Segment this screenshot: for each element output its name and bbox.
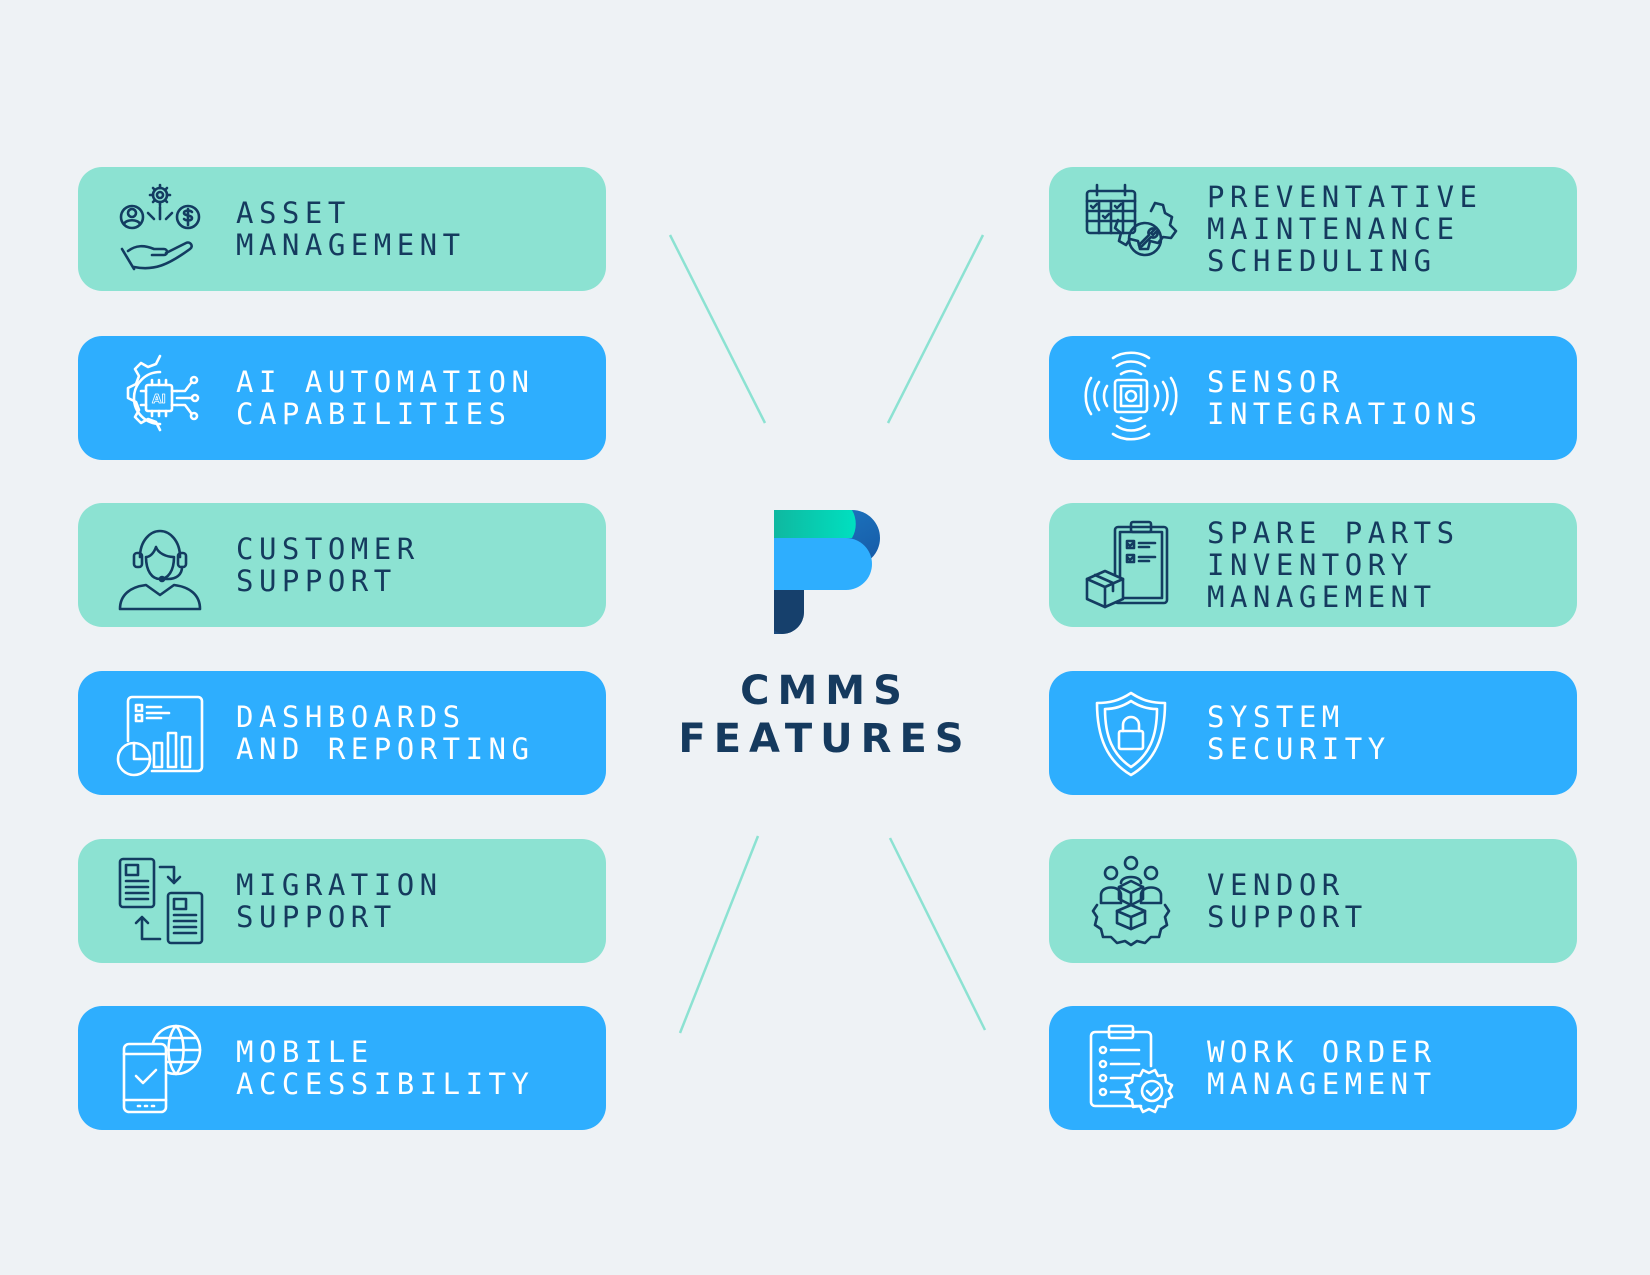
clipboard-gear-icon	[1083, 1020, 1179, 1116]
connector-top-right	[886, 234, 985, 424]
document-transfer-icon	[112, 853, 208, 949]
asset-hand-icon	[112, 181, 208, 277]
mobile-globe-icon	[112, 1020, 208, 1116]
product-logo	[774, 510, 880, 634]
svg-text:AI: AI	[152, 392, 166, 406]
connector-bottom-left	[678, 835, 760, 1034]
clipboard-box-icon	[1083, 517, 1179, 613]
sensor-waves-icon	[1083, 350, 1179, 446]
calendar-gear-icon	[1083, 181, 1179, 277]
dashboard-chart-icon	[112, 685, 208, 781]
connector-bottom-right	[888, 837, 987, 1031]
headset-agent-icon	[112, 517, 208, 613]
ai-gear-icon: AI	[112, 350, 208, 446]
connector-top-left	[668, 234, 767, 424]
center-title-line2: FEATURES	[678, 716, 972, 762]
team-gear-icon	[1083, 853, 1179, 949]
center-title-line1: CMMS	[740, 668, 910, 714]
shield-lock-icon	[1083, 685, 1179, 781]
